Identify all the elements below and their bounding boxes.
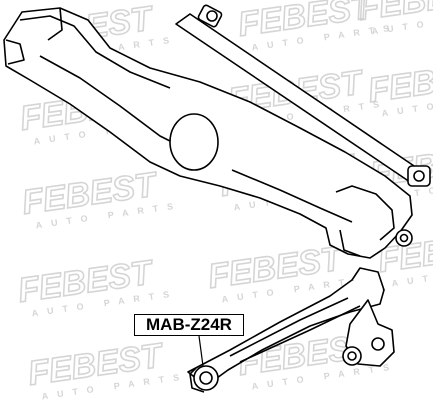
trailing-arm bbox=[187, 267, 395, 393]
leader-line bbox=[198, 335, 204, 367]
rear-axle-beam bbox=[3, 7, 413, 259]
part-number-label: MAB-Z24R bbox=[134, 314, 244, 336]
lateral-rod bbox=[175, 4, 431, 187]
svg-text:FEBEST: FEBEST bbox=[366, 53, 433, 110]
